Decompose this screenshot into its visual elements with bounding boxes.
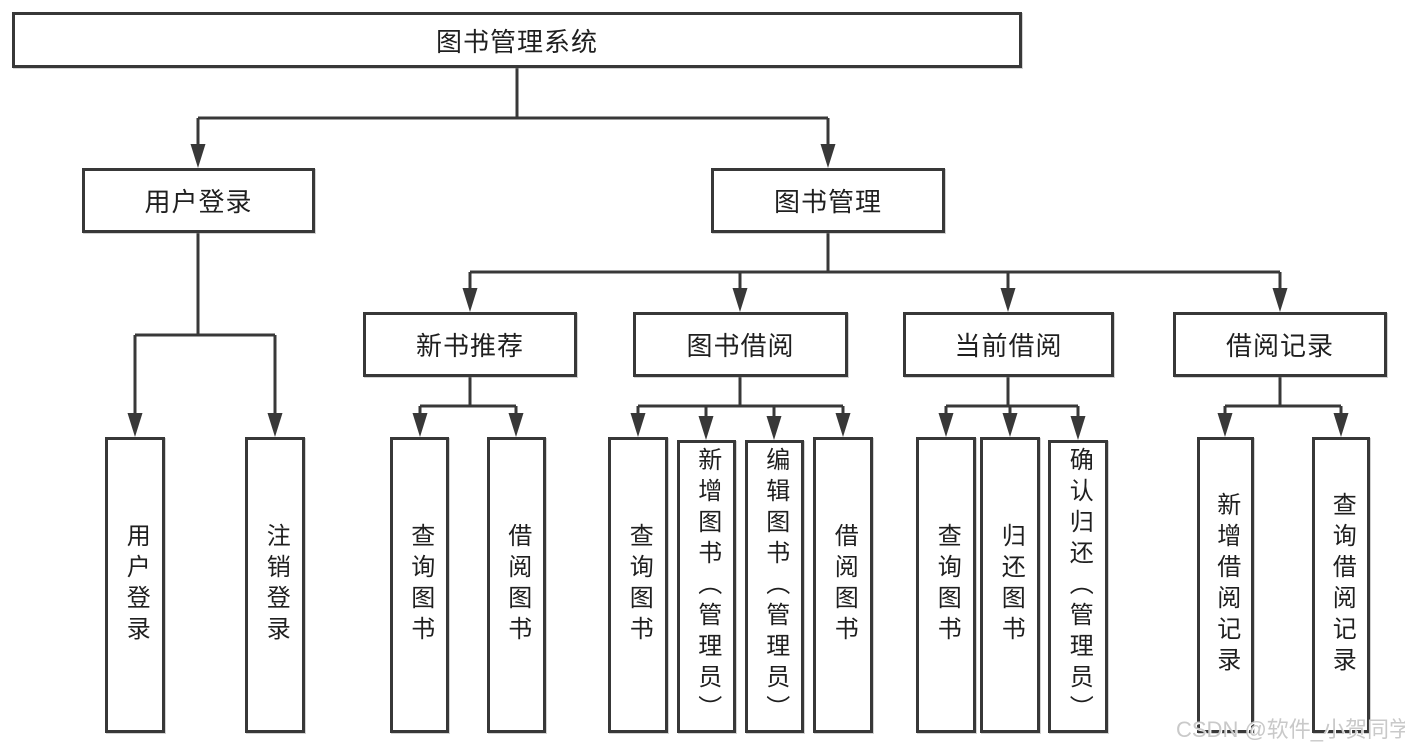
leaf-borrowing-edit-books-admin: 编辑图书（管理员）: [745, 440, 804, 733]
node-label: 查询图书: [933, 523, 961, 647]
leaf-current-query-books: 查询图书: [916, 437, 976, 733]
node-label: 图书借阅: [686, 331, 795, 361]
node-label: 图书管理系统: [435, 26, 598, 57]
arrow-down-icon: [1272, 288, 1288, 312]
node-book-management: 图书管理: [711, 168, 945, 233]
tree-edges: [133, 68, 1343, 420]
arrow-down-icon: [732, 288, 748, 312]
arrow-down-icon: [698, 416, 714, 440]
arrow-down-icon: [938, 413, 954, 437]
node-label: 注销登录: [262, 523, 290, 647]
leaf-records-add-record: 新增借阅记录: [1197, 437, 1254, 733]
node-label: 借阅图书: [503, 523, 531, 647]
node-label: 用户登录: [144, 187, 253, 217]
node-label: 新增借阅记录: [1212, 492, 1240, 678]
arrow-down-icon: [127, 413, 143, 437]
arrow-down-icon: [508, 413, 524, 437]
arrow-down-icon: [630, 413, 646, 437]
leaf-borrowing-query-books: 查询图书: [608, 437, 668, 733]
node-label: 查询借阅记录: [1328, 492, 1356, 678]
leaf-records-query-record: 查询借阅记录: [1312, 437, 1370, 733]
arrow-down-icon: [462, 288, 478, 312]
leaf-borrowing-borrow-books: 借阅图书: [813, 437, 873, 733]
arrow-down-icon: [1217, 413, 1233, 437]
node-label: 当前借阅: [954, 331, 1063, 361]
leaf-current-return-books: 归还图书: [980, 437, 1040, 733]
leaf-borrowing-add-books-admin: 新增图书（管理员）: [677, 440, 736, 733]
leaf-current-confirm-return-admin: 确认归还（管理员）: [1048, 440, 1108, 733]
node-library-management-system: 图书管理系统: [12, 12, 1022, 68]
node-label: 新增图书（管理员）: [693, 447, 721, 726]
node-user-login: 用户登录: [82, 168, 315, 233]
node-label: 编辑图书（管理员）: [761, 447, 789, 726]
leaf-logout-login: 注销登录: [245, 437, 305, 733]
node-label: 查询图书: [406, 523, 434, 647]
node-label: 借阅记录: [1225, 331, 1334, 361]
arrow-down-icon: [766, 416, 782, 440]
leaf-newbook-borrow-books: 借阅图书: [487, 437, 546, 733]
node-label: 图书管理: [773, 187, 882, 217]
arrowhead-icons: [127, 144, 1349, 440]
arrow-down-icon: [1000, 288, 1016, 312]
leaf-user-login: 用户登录: [105, 437, 165, 733]
leaf-newbook-query-books: 查询图书: [390, 437, 449, 733]
node-book-borrowing: 图书借阅: [633, 312, 848, 377]
node-label: 归还图书: [997, 523, 1025, 647]
arrow-down-icon: [820, 144, 836, 168]
csdn-watermark: CSDN @软件_小贺同学: [1176, 717, 1405, 742]
node-label: 查询图书: [625, 523, 653, 647]
node-label: 借阅图书: [830, 523, 858, 647]
arrow-down-icon: [835, 413, 851, 437]
node-borrowing-records: 借阅记录: [1173, 312, 1387, 377]
node-current-borrowing: 当前借阅: [903, 312, 1114, 377]
node-label: 新书推荐: [415, 331, 524, 361]
arrow-down-icon: [190, 144, 206, 168]
arrow-down-icon: [1002, 413, 1018, 437]
arrow-down-icon: [1333, 413, 1349, 437]
arrow-down-icon: [1070, 416, 1086, 440]
arrow-down-icon: [412, 413, 428, 437]
arrow-down-icon: [267, 413, 283, 437]
node-new-book-recommendation: 新书推荐: [363, 312, 577, 377]
node-label: 确认归还（管理员）: [1065, 447, 1093, 726]
node-label: 用户登录: [122, 523, 150, 647]
